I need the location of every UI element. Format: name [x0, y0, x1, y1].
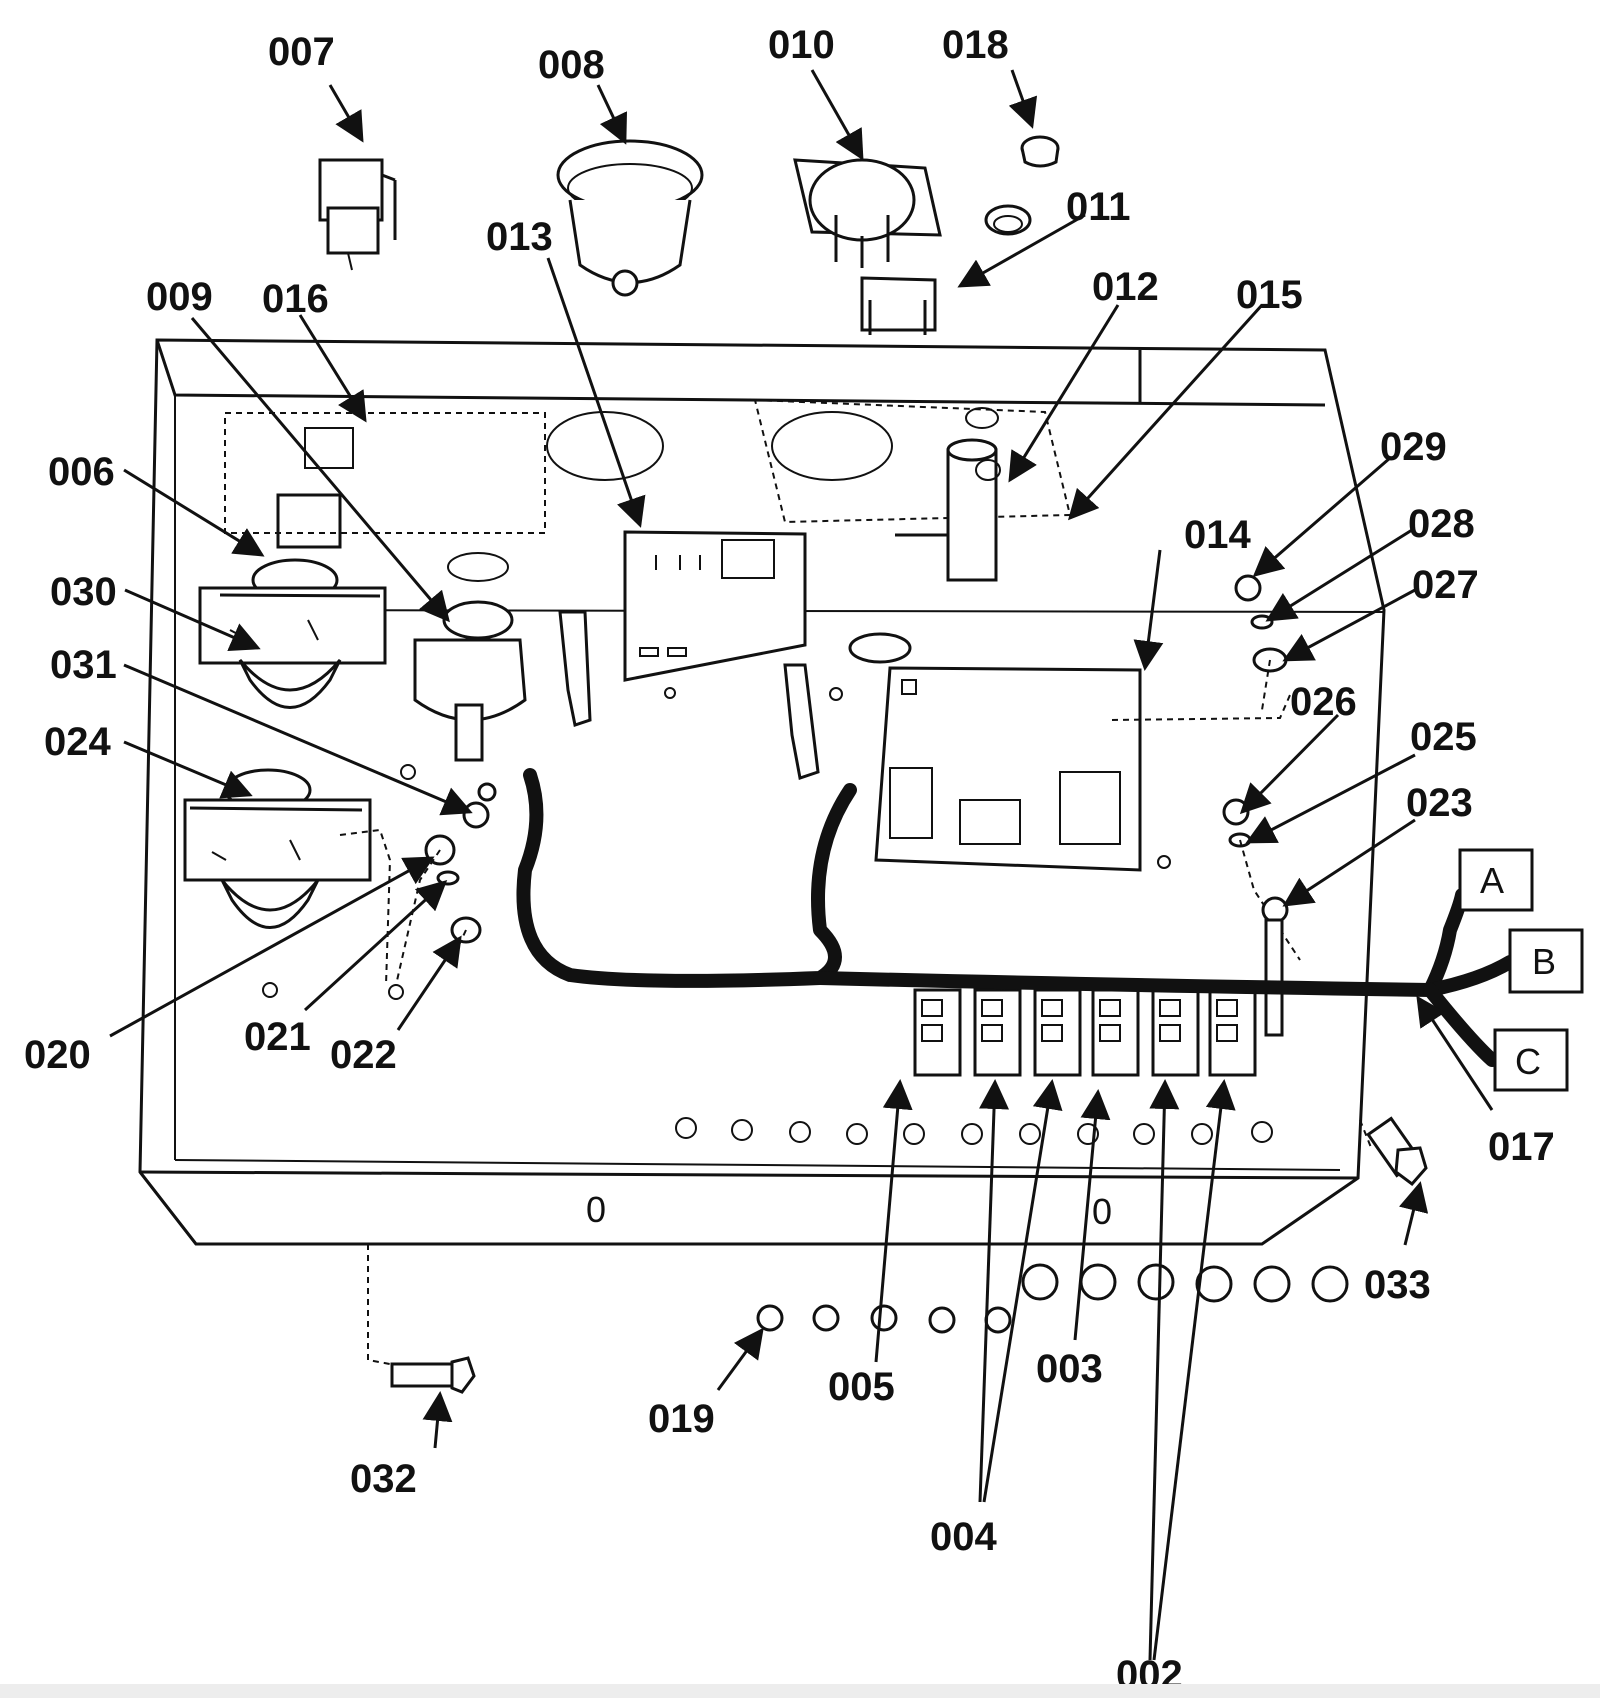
bolt-032 — [390, 1356, 476, 1394]
callout-026: 026 — [1290, 680, 1357, 724]
callout-029: 029 — [1380, 425, 1447, 469]
callout-023: 023 — [1406, 781, 1473, 825]
relay-024 — [183, 768, 372, 929]
switch-007 — [318, 158, 397, 271]
callout-030: 030 — [50, 570, 117, 614]
callout-007: 007 — [268, 30, 335, 74]
panel-hole-right-label: 0 — [1092, 1191, 1112, 1232]
callout-015: 015 — [1236, 273, 1303, 317]
callout-labels: 007 008 010 018 011 013 012 015 009 016 … — [24, 23, 1555, 1697]
callout-010: 010 — [768, 23, 835, 67]
board-013 — [623, 530, 807, 682]
fuse-holder-012 — [895, 438, 1001, 582]
receptacle-010 — [793, 158, 942, 268]
standoff-left — [558, 610, 592, 727]
callout-019: 019 — [648, 1397, 715, 1441]
connector-a-label: A — [1480, 860, 1504, 901]
callout-025: 025 — [1410, 715, 1477, 759]
callout-033: 033 — [1364, 1263, 1431, 1307]
diode-023 — [1261, 896, 1289, 1037]
nuts-003 — [1021, 1263, 1349, 1303]
connector-c-label: C — [1515, 1041, 1541, 1082]
connector-b: B — [1508, 928, 1584, 994]
gauge-008 — [556, 139, 704, 297]
callout-022: 022 — [330, 1033, 397, 1077]
bolt-033 — [1366, 1116, 1428, 1187]
board-014 — [848, 632, 1291, 872]
terminal-blocks — [913, 988, 1257, 1077]
callout-018: 018 — [942, 23, 1009, 67]
panel-hole-left-label: 0 — [586, 1189, 606, 1230]
callout-032: 032 — [350, 1457, 417, 1501]
terminal-hole-row — [675, 1117, 1273, 1145]
bottom-strip — [0, 1684, 1600, 1698]
plug-018 — [1020, 135, 1060, 168]
bracket-011 — [860, 276, 937, 335]
callout-006: 006 — [48, 450, 115, 494]
callout-005: 005 — [828, 1365, 895, 1409]
wire-harness-017 — [516, 768, 1517, 1067]
callout-009: 009 — [146, 275, 213, 319]
callout-024: 024 — [44, 720, 111, 764]
nuts-019 — [756, 1304, 1012, 1334]
callout-003: 003 — [1036, 1347, 1103, 1391]
callout-031: 031 — [50, 643, 117, 687]
standoff-right — [783, 663, 820, 780]
callout-013: 013 — [486, 215, 553, 259]
callout-027: 027 — [1412, 563, 1479, 607]
callout-020: 020 — [24, 1033, 91, 1077]
connector-a: A — [1458, 848, 1534, 912]
callout-021: 021 — [244, 1015, 311, 1059]
callout-011: 011 — [1066, 185, 1131, 229]
connector-c: C — [1493, 1028, 1569, 1092]
callout-017: 017 — [1488, 1125, 1555, 1169]
callout-016: 016 — [262, 277, 329, 321]
callout-012: 012 — [1092, 265, 1159, 309]
control-box-enclosure: 0 0 — [138, 338, 1386, 1246]
callout-008: 008 — [538, 43, 605, 87]
leader-lines — [109, 69, 1494, 1661]
callout-004: 004 — [930, 1515, 997, 1559]
connector-b-label: B — [1532, 941, 1556, 982]
callout-014: 014 — [1184, 513, 1251, 557]
callout-028: 028 — [1408, 502, 1475, 546]
relay-009 — [413, 600, 527, 762]
bushing-011 — [984, 204, 1032, 236]
